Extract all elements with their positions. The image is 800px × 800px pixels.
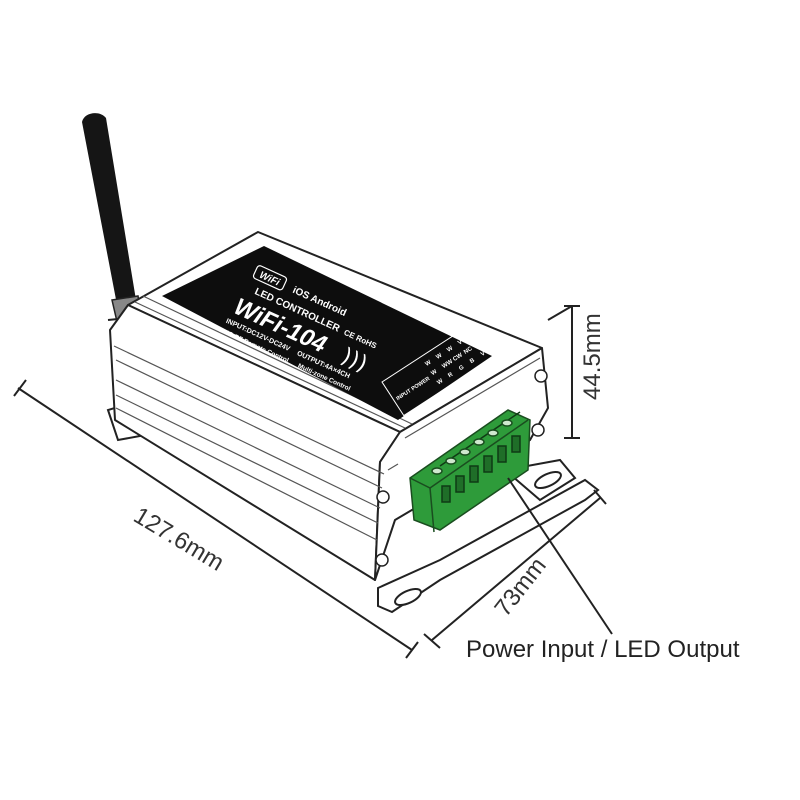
legend-cell: NC (463, 346, 474, 356)
terminal-legend (381, 321, 497, 417)
dimension-lines (13, 305, 613, 659)
legend-cell: G (458, 364, 465, 372)
width-label: 73mm (489, 553, 551, 622)
wifi-badge-box (252, 265, 288, 291)
terminal-screw (445, 457, 457, 465)
terminal-slot (483, 455, 493, 473)
terminal-slots (441, 435, 521, 503)
terminal-screw (501, 419, 513, 427)
terminal-slot (469, 465, 479, 483)
leader-line (507, 477, 613, 635)
legend-cell: CW (452, 352, 464, 363)
legend-cell: W (436, 378, 444, 386)
legend-cell: V+ (457, 337, 467, 346)
terminal-screw (459, 448, 471, 456)
legend-cell: W (435, 352, 443, 360)
terminal-slot (511, 435, 521, 453)
antenna (82, 113, 149, 327)
length-dimension-line (17, 387, 413, 651)
legend-cell: W (424, 360, 432, 368)
legend-cell: W (446, 345, 454, 353)
screw (534, 369, 548, 383)
terminal-slot (497, 445, 507, 463)
legend-cell: V+ (468, 330, 478, 339)
terminal-block (409, 409, 531, 533)
legend-cell: WW (441, 359, 454, 370)
legend-cell: R (447, 371, 454, 379)
screw (375, 553, 389, 567)
screw (376, 490, 390, 504)
legend-cell: V+ (480, 349, 490, 358)
terminal-screw (487, 429, 499, 437)
length-label: 127.6mm (129, 502, 229, 577)
terminal-legend-row: W W W V+ V+ (424, 330, 478, 368)
terminal-screw (431, 467, 443, 475)
screws (375, 369, 548, 567)
terminal-legend-row: W WW CW NC V+ (430, 339, 484, 377)
legend-cell: W (430, 369, 438, 377)
terminal-caption: Power Input / LED Output (466, 636, 740, 663)
terminal-slot (455, 475, 465, 493)
product-label: WiFi iOS Android LED CONTROLLER CE RoHS … (162, 246, 497, 420)
terminal-legend-row: W R G B V+ (436, 349, 490, 387)
screw (531, 423, 545, 437)
terminal-slot (441, 485, 451, 503)
width-dimension-line (431, 497, 601, 641)
terminal-screw (473, 438, 485, 446)
height-label: 44.5mm (579, 313, 606, 400)
terminal-screws (431, 419, 513, 475)
legend-cell: V+ (474, 339, 484, 348)
legend-cell: B (469, 357, 476, 365)
housing-ribs (113, 295, 541, 541)
